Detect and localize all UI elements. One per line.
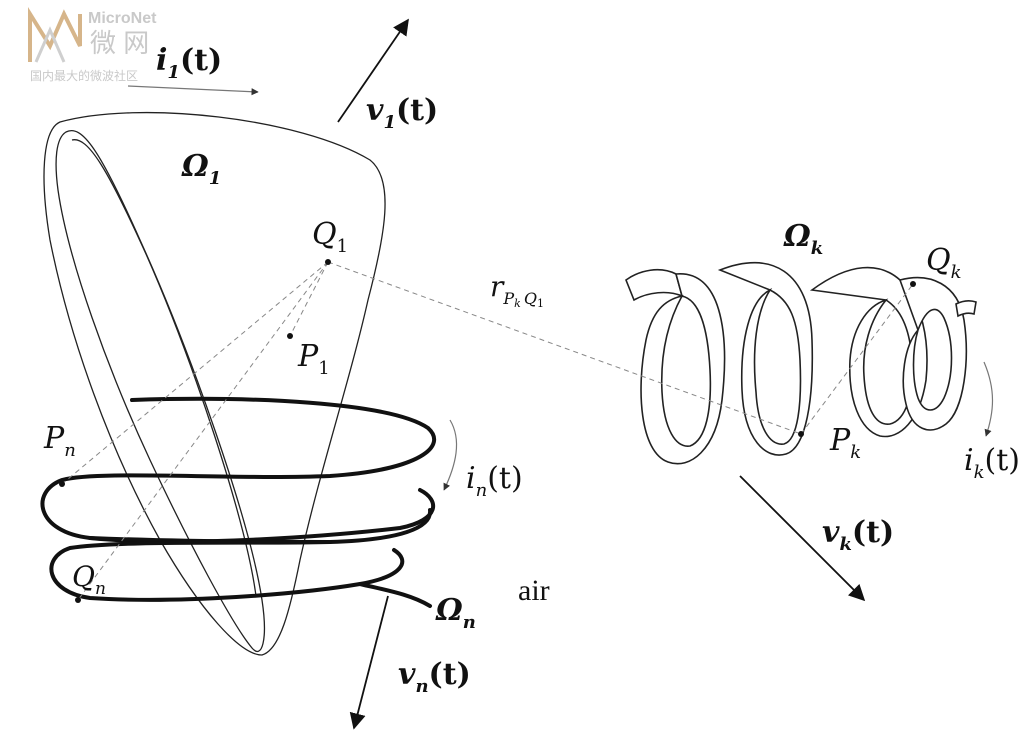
watermark-brand: MicroNet [88, 10, 157, 27]
velocity-1-arrow [337, 18, 409, 123]
point-p1-dot [287, 333, 293, 339]
point-q1-dot [325, 259, 331, 265]
dashed-lines [61, 261, 914, 601]
point-pk-dot [798, 431, 804, 437]
region-k-helix [625, 261, 977, 465]
label-point-qk: Qk [926, 243, 962, 283]
velocity-k-arrow [739, 475, 866, 602]
label-point-p1: P1 [297, 339, 330, 379]
points [59, 259, 916, 603]
velocity-n-arrow [349, 595, 389, 730]
label-velocity-n: vn(t) [398, 657, 471, 697]
label-current-n: in(t) [466, 461, 523, 501]
label-velocity-k: vk(t) [822, 515, 894, 555]
current-k-arrow [983, 361, 994, 437]
label-velocity-1: v1(t) [366, 93, 438, 133]
label-point-pn: Pn [43, 421, 76, 461]
current-1-arrow [127, 85, 259, 96]
micronet-logo-icon [28, 7, 82, 63]
label-point-q1: Q1 [312, 217, 348, 257]
watermark-chinese: 微 网 [90, 28, 149, 58]
label-current-1: i1(t) [156, 43, 222, 83]
point-qk-dot [910, 281, 916, 287]
label-region-k: Ωk [783, 219, 823, 259]
labels: i1(t) v1(t) Ω1 Q1 P1 Pn Qn in(t) Ωn air … [43, 43, 1020, 697]
label-point-qn: Qn [72, 560, 106, 599]
arrows [127, 18, 994, 730]
region-n-coil [40, 396, 437, 608]
label-air: air [518, 574, 550, 607]
label-point-pk: Pk [829, 423, 861, 463]
point-pn-dot [59, 481, 65, 487]
label-region-n: Ωn [435, 593, 476, 633]
label-region-1: Ω1 [181, 149, 221, 189]
region-1-shell [43, 111, 386, 656]
label-current-k: ik(t) [964, 443, 1020, 483]
current-n-arrow [443, 419, 458, 491]
watermark-tagline: 国内最大的微波社区 [30, 68, 138, 83]
watermark: MicroNet 微 网 国内最大的微波社区 [28, 7, 157, 83]
point-qn-dot [75, 597, 81, 603]
